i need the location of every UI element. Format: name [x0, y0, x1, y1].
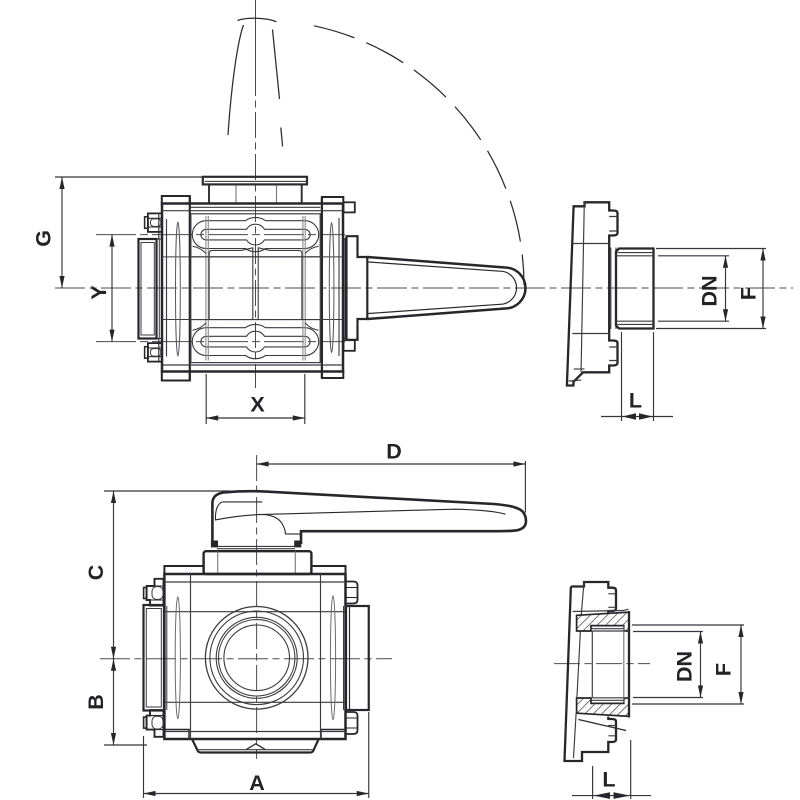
svg-text:B: B — [84, 694, 108, 710]
svg-text:F: F — [737, 287, 761, 300]
svg-text:Y: Y — [87, 285, 111, 299]
svg-text:G: G — [32, 230, 56, 247]
svg-text:DN: DN — [698, 275, 722, 306]
svg-text:L: L — [629, 389, 642, 413]
svg-text:C: C — [84, 565, 108, 581]
svg-text:L: L — [602, 768, 615, 792]
svg-text:X: X — [250, 393, 265, 417]
svg-text:A: A — [249, 771, 265, 795]
svg-text:DN: DN — [673, 651, 697, 682]
svg-text:D: D — [386, 440, 402, 464]
svg-text:F: F — [712, 663, 736, 676]
